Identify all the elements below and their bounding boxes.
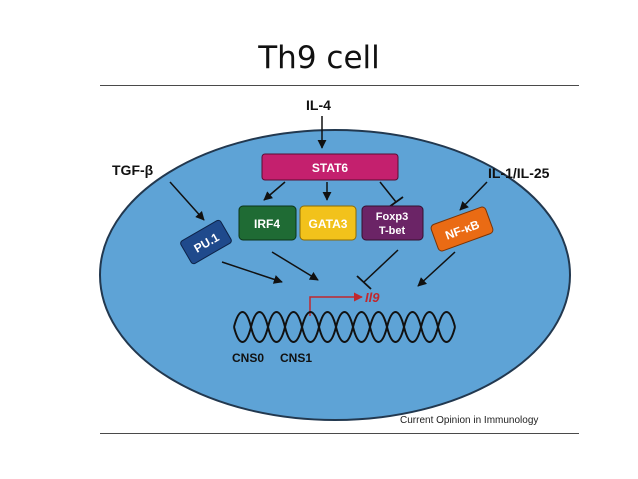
cell-body (99, 129, 571, 421)
il1-il25-label: IL-1/IL-25 (488, 165, 550, 181)
tbet-label: T-bet (379, 225, 406, 237)
tgfb-arrow (169, 181, 205, 221)
nfkb-to-il9-arrow (417, 251, 456, 287)
stat6-to-foxp3-bar (388, 196, 404, 208)
dna-helix (233, 311, 456, 343)
stat6-to-foxp3-inhibition (379, 181, 397, 203)
stat6-box (261, 153, 399, 181)
il1-il25-arrow (459, 181, 488, 211)
tgfb-label: TGF-β (112, 162, 154, 178)
bottom-divider (100, 433, 579, 434)
top-divider (100, 85, 579, 86)
foxp3-to-il9-bar (356, 275, 372, 290)
slide-title: Th9 cell (258, 40, 380, 76)
foxp3-to-il9-inhibition (363, 249, 399, 283)
source-credit: Current Opinion in Immunology (400, 415, 538, 426)
pu1-box: PU.1 (180, 219, 232, 265)
irf4-box (238, 205, 297, 241)
nfkb-box: NF-κB (430, 206, 494, 252)
irf4-to-il9-arrow (271, 251, 319, 281)
stat6-label: STAT6 (312, 161, 349, 175)
cns1-label: CNS1 (280, 351, 312, 365)
foxp3-tbet-box (361, 205, 424, 241)
foxp3-label: Foxp3 (376, 211, 408, 223)
il4-label: IL-4 (306, 97, 331, 113)
gata3-label: GATA3 (309, 217, 348, 231)
gata3-box (299, 205, 357, 241)
il9-transcription-arrow (309, 292, 363, 316)
cns0-label: CNS0 (232, 351, 264, 365)
stat6-to-irf4-arrow (263, 181, 286, 201)
irf4-label: IRF4 (254, 217, 280, 231)
il9-gene-label: Il9 (365, 290, 380, 305)
pu1-to-il9-arrow (221, 261, 283, 284)
